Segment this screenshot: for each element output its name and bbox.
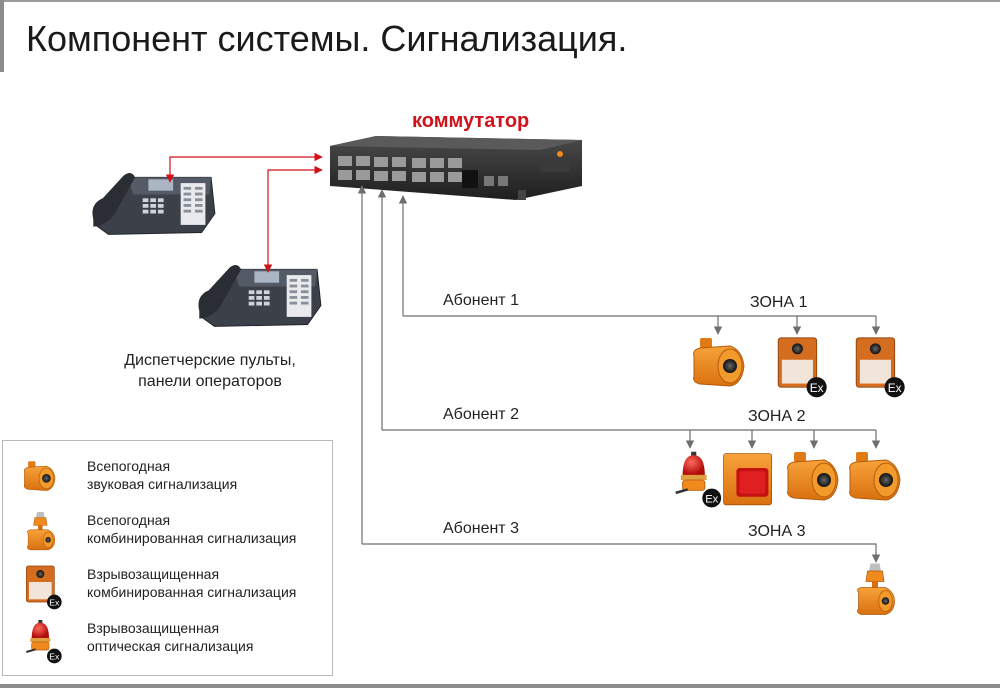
network-switch <box>330 136 582 200</box>
legend-item-ex-combined: Взрывозащищенная комбинированная сигнали… <box>3 563 332 613</box>
zone-1-ex-combined-box-icon <box>777 337 828 398</box>
legend-ex-beacon-line-2: оптическая сигнализация <box>87 638 254 654</box>
subscriber-2-label: Абонент 2 <box>443 406 519 423</box>
zone-1-sound-siren-icon <box>693 337 745 387</box>
zone-1-label: ЗОНА 1 <box>750 294 808 311</box>
zone-2-label: ЗОНА 2 <box>748 408 806 425</box>
dispatch-label-line-1: Диспетчерские пульты, <box>124 352 296 369</box>
legend-text-ex-beacon: Взрывозащищенная оптическая сигнализация <box>87 619 253 655</box>
ex-beacon-icon <box>25 619 63 665</box>
subscriber-3-bus <box>362 543 881 563</box>
zone-3-combined-signal-icon <box>857 563 895 615</box>
phone-2-link <box>263 165 323 273</box>
legend-text-combined: Всепогодная комбинированная сигнализация <box>87 511 296 547</box>
subscriber-3-label: Абонент 3 <box>443 520 519 537</box>
legend-item-combined: Всепогодная комбинированная сигнализация <box>3 509 332 559</box>
zone-3-label: ЗОНА 3 <box>748 523 806 540</box>
phone-1-link <box>165 152 323 183</box>
legend-text-sound: Всепогодная звуковая сигнализация <box>87 457 237 493</box>
page-title: Компонент системы. Сигнализация. <box>26 18 628 59</box>
zone-2-ex-beacon-icon <box>674 450 723 509</box>
legend-text-ex-combined: Взрывозащищенная комбинированная сигнали… <box>87 565 296 601</box>
legend-ex-beacon-line-1: Взрывозащищенная <box>87 620 220 636</box>
sound-siren-icon <box>23 460 56 491</box>
legend-box: Всепогодная звуковая сигнализация Всепог… <box>2 440 333 676</box>
zone-1-ex-combined-box-2-icon <box>855 337 906 398</box>
zone-2-sound-siren-icon <box>787 451 839 501</box>
bottom-divider <box>0 684 1000 688</box>
legend-sound-line-2: звуковая сигнализация <box>87 476 238 492</box>
zone-2-sound-siren-2-icon <box>849 451 901 501</box>
legend-sound-line-1: Всепогодная <box>87 458 171 474</box>
title-accent-bar <box>0 0 4 72</box>
subscriber-1-label: Абонент 1 <box>443 292 519 309</box>
legend-ex-combined-line-1: Взрывозащищенная <box>87 566 220 582</box>
combined-signal-icon <box>27 511 56 551</box>
legend-combined-line-2: комбинированная сигнализация <box>87 530 297 546</box>
title-bar: Компонент системы. Сигнализация. <box>0 0 1000 72</box>
dispatch-label-line-2: панели операторов <box>138 373 282 390</box>
zone-2-combined-box-icon <box>723 453 772 506</box>
title-divider <box>0 0 1000 2</box>
dispatch-phone-2-icon <box>197 264 322 327</box>
legend-item-ex-beacon: Взрывозащищенная оптическая сигнализация <box>3 617 332 667</box>
dispatch-label: Диспетчерские пульты, панели операторов <box>100 350 320 392</box>
ex-combined-box-icon <box>25 565 62 610</box>
legend-ex-combined-line-2: комбинированная сигнализация <box>87 584 297 600</box>
dispatch-phone-1-icon <box>91 172 216 235</box>
switch-label: коммутатор <box>412 110 530 132</box>
legend-combined-line-1: Всепогодная <box>87 512 171 528</box>
legend-item-sound: Всепогодная звуковая сигнализация <box>3 455 332 505</box>
